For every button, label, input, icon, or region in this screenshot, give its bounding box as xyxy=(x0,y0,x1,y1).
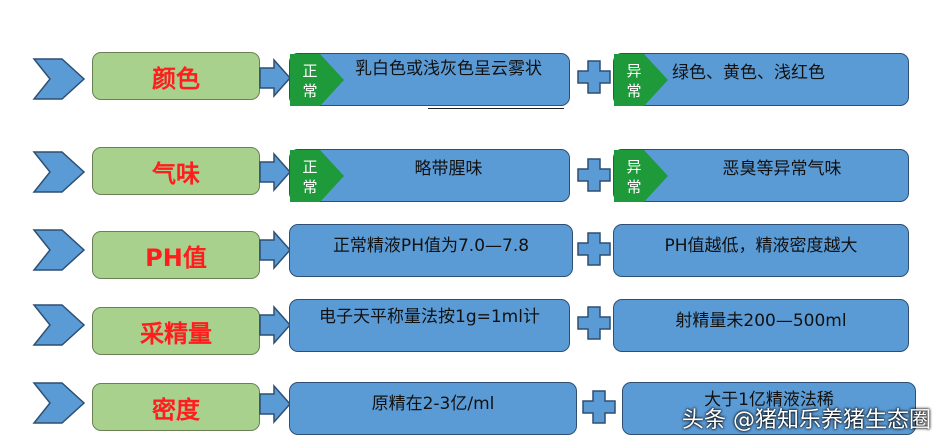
chevron-arrow-icon xyxy=(32,229,86,271)
abnormal-tag-arrow xyxy=(614,54,668,106)
plus-icon xyxy=(582,390,616,424)
arrow-right-icon xyxy=(259,305,292,345)
plus-icon xyxy=(577,306,611,340)
normal-text: 正常精液PH值为7.0—7.8 xyxy=(332,236,530,256)
normal-text: 原精在2-3亿/ml xyxy=(371,394,495,414)
abnormal-text: 恶臭等异常气味 xyxy=(722,159,842,179)
arrow-right-icon xyxy=(259,230,292,270)
normal-box: 电子天平称量法按1g=1ml计 xyxy=(289,299,570,352)
row-label: 采精量 xyxy=(92,307,260,355)
chevron-arrow-icon xyxy=(32,382,86,424)
normal-tag-arrow xyxy=(290,150,344,202)
abnormal-text: 大于1亿精液法稀 xyxy=(704,390,834,410)
chevron-arrow-icon xyxy=(32,304,86,346)
arrow-right-icon xyxy=(259,152,292,192)
row-label: 气味 xyxy=(92,147,260,195)
arrow-right-icon xyxy=(259,384,292,424)
abnormal-tag-arrow xyxy=(614,150,668,202)
abnormal-box: 异常 恶臭等异常气味 xyxy=(613,149,909,202)
abnormal-text: PH值越低，精液密度越大 xyxy=(664,236,858,256)
row-label: 密度 xyxy=(92,383,260,431)
abnormal-text: 绿色、黄色、浅红色 xyxy=(672,63,825,83)
normal-box: 正常 乳白色或浅灰色呈云雾状 xyxy=(289,53,570,106)
abnormal-box: 大于1亿精液法稀 xyxy=(622,382,916,435)
abnormal-box: 射精量未200—500ml xyxy=(613,299,909,352)
chevron-arrow-icon xyxy=(32,58,86,100)
normal-box: 原精在2-3亿/ml xyxy=(289,382,577,435)
arrow-right-icon xyxy=(259,58,292,98)
normal-box: 正常精液PH值为7.0—7.8 xyxy=(289,224,573,277)
normal-text: 电子天平称量法按1g=1ml计 xyxy=(319,307,540,327)
abnormal-box: PH值越低，精液密度越大 xyxy=(613,224,909,277)
row-label: 颜色 xyxy=(92,52,260,100)
normal-box: 正常 略带腥味 xyxy=(289,149,570,202)
row-label: PH值 xyxy=(92,231,260,279)
plus-icon xyxy=(577,158,611,192)
normal-text: 略带腥味 xyxy=(414,159,483,179)
watermark-text: 头条 @猪知乐养猪生态圈 xyxy=(682,408,931,433)
underline xyxy=(428,108,564,109)
chevron-arrow-icon xyxy=(32,151,86,193)
normal-tag-arrow xyxy=(290,54,344,106)
plus-icon xyxy=(577,60,611,94)
normal-text: 乳白色或浅灰色呈云雾状 xyxy=(355,59,542,79)
abnormal-box: 异常 绿色、黄色、浅红色 xyxy=(613,53,909,106)
plus-icon xyxy=(577,232,611,266)
abnormal-text: 射精量未200—500ml xyxy=(675,311,847,331)
